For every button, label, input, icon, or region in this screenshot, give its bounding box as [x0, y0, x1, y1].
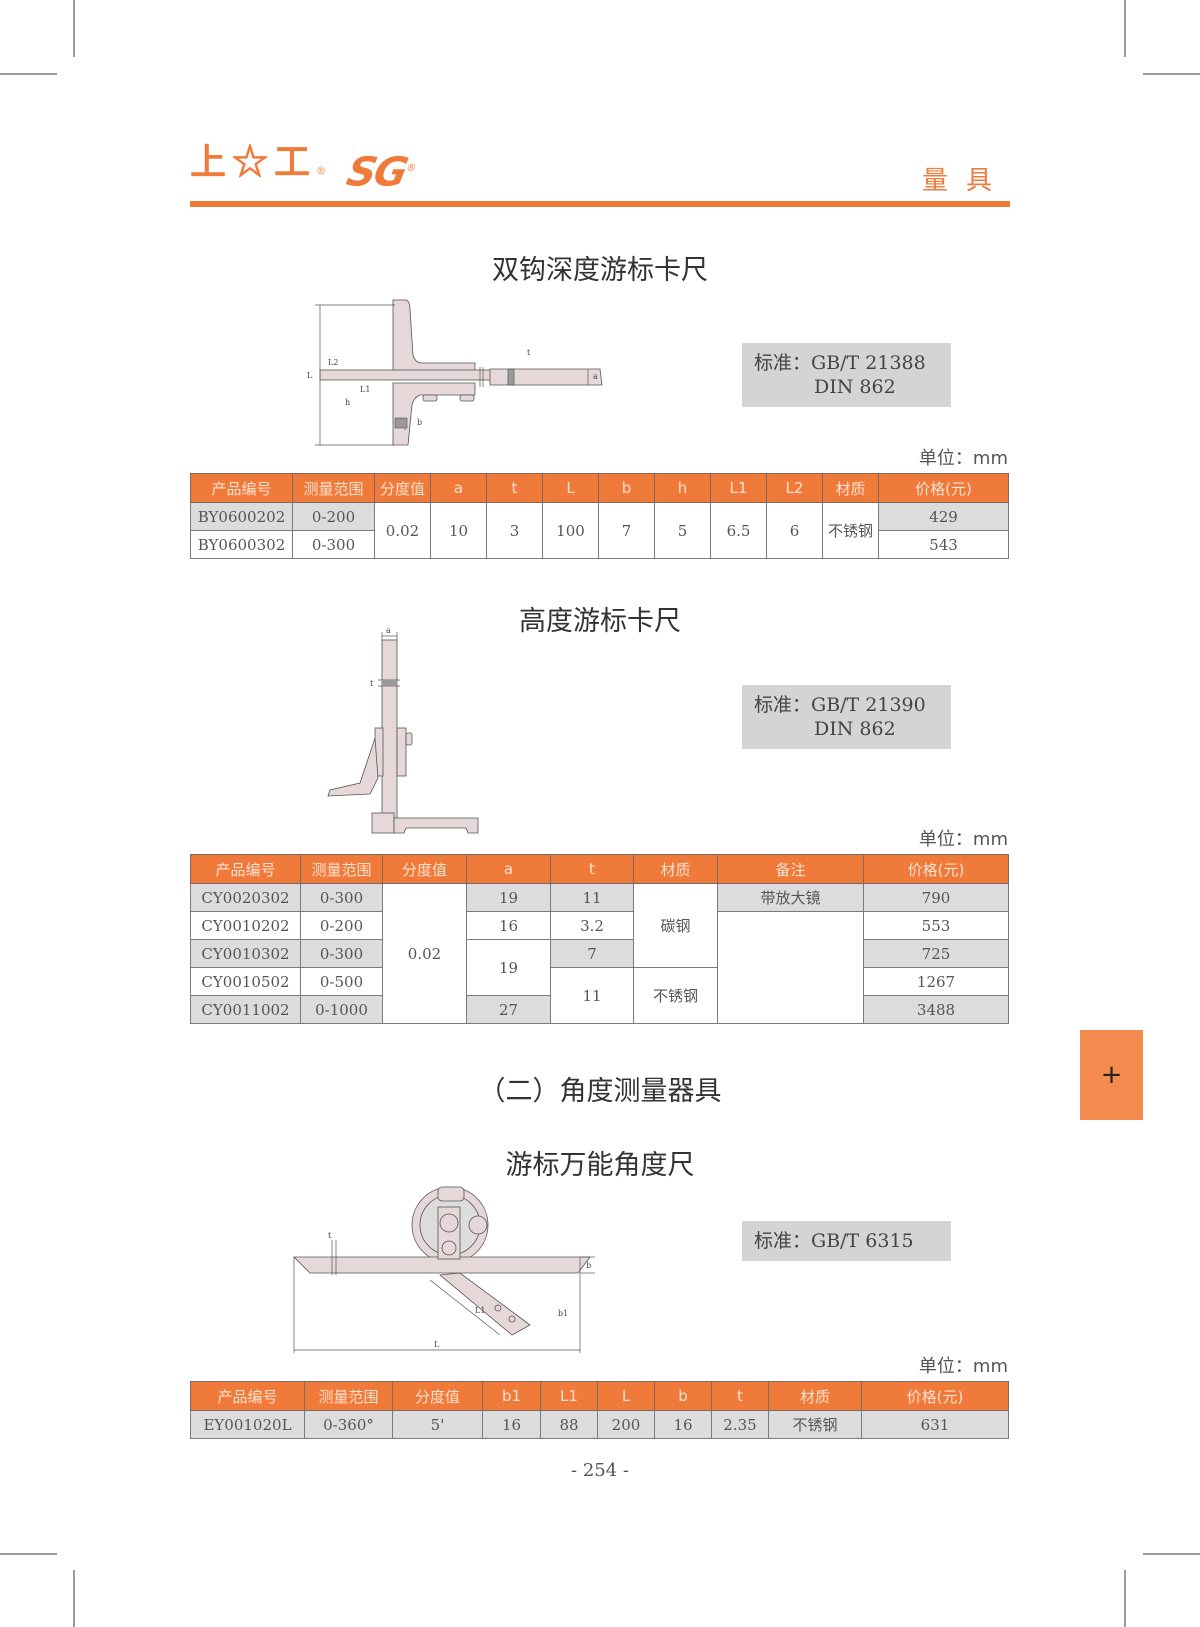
table-row: EY001020L 0-360° 5' 16 88 200 16 2.35 不锈… — [190, 1410, 1009, 1439]
category-title-angle-tools: （二）角度测量器具 — [478, 1076, 722, 1107]
unit-label: 单位：mm — [918, 1356, 1008, 1377]
standard-box: 标准：GB/T 21390 DIN 862 — [742, 685, 951, 749]
table-header-row: 产品编号 测量范围 分度值 b1 L1 L b t 材质 价格(元) — [190, 1381, 1009, 1411]
table-row: BY0600202 0-200 0.02 10 3 100 7 5 6.5 6 … — [190, 502, 1009, 559]
svg-text:h: h — [345, 398, 350, 407]
section-title-bevel-protractor: 游标万能角度尺 — [505, 1150, 695, 1181]
section-title-depth-caliper: 双钩深度游标卡尺 — [492, 255, 708, 286]
svg-text:L2: L2 — [328, 358, 338, 367]
table-header-row: 产品编号 测量范围 分度值 a t 材质 备注 价格(元) — [190, 854, 1009, 884]
brand-logo: 上☆工® SG® — [190, 142, 415, 195]
svg-text:t: t — [328, 1231, 332, 1240]
svg-text:L: L — [307, 371, 313, 380]
crop-mark — [73, 1570, 75, 1627]
svg-text:a: a — [593, 372, 598, 381]
svg-text:L1: L1 — [360, 385, 370, 394]
plus-icon: + — [1100, 1060, 1123, 1090]
side-expand-tab[interactable]: + — [1080, 1030, 1143, 1120]
crop-mark — [1143, 1553, 1200, 1555]
header-category: 量具 — [921, 166, 1010, 196]
depth-caliper-drawing: L L2 L1 h b t a — [307, 299, 603, 446]
table-row: CY0010302 0-300 19 7 725 — [190, 939, 1009, 996]
height-gauge-drawing: a t — [327, 628, 479, 834]
crop-mark — [0, 73, 57, 75]
svg-text:L: L — [434, 1340, 440, 1349]
logo-chinese: 上☆工® — [190, 141, 327, 183]
crop-mark — [1124, 1570, 1126, 1627]
unit-label: 单位：mm — [918, 829, 1008, 850]
table-row: BY0600302 0-300 543 — [190, 530, 1009, 559]
unit-label: 单位：mm — [918, 448, 1008, 469]
svg-text:b: b — [586, 1261, 591, 1270]
standard-box: 标准：GB/T 6315 — [742, 1221, 951, 1261]
crop-mark — [73, 0, 75, 57]
svg-text:t: t — [527, 348, 531, 357]
table-row: CY0010502 0-500 11 不锈钢 1267 — [190, 967, 1009, 1024]
depth-caliper-spec-table: 产品编号 测量范围 分度值 a t L b h L1 L2 材质 价格(元) B… — [190, 473, 1009, 559]
svg-text:a: a — [386, 628, 391, 635]
bevel-protractor-drawing: t b L1 b1 L — [293, 1186, 595, 1353]
table-row: CY0010202 0-200 16 3.2 553 — [190, 911, 1009, 1024]
header-divider — [190, 201, 1010, 207]
crop-mark — [0, 1553, 57, 1555]
page-number: - 254 - — [571, 1460, 629, 1481]
height-gauge-spec-table: 产品编号 测量范围 分度值 a t 材质 备注 价格(元) CY0020302 … — [190, 854, 1009, 1024]
svg-text:L1: L1 — [475, 1306, 485, 1315]
logo-sg: SG® — [342, 149, 416, 195]
crop-mark — [1143, 73, 1200, 75]
svg-text:t: t — [370, 679, 374, 688]
crop-mark — [1124, 0, 1126, 57]
svg-text:b: b — [417, 418, 422, 427]
table-row: CY0020302 0-300 0.02 19 11 碳钢 带放大镜 790 — [190, 883, 1009, 1024]
table-header-row: 产品编号 测量范围 分度值 a t L b h L1 L2 材质 价格(元) — [190, 473, 1009, 503]
standard-box: 标准：GB/T 21388 DIN 862 — [742, 343, 951, 407]
bevel-protractor-spec-table: 产品编号 测量范围 分度值 b1 L1 L b t 材质 价格(元) EY001… — [190, 1381, 1009, 1439]
table-row: CY0011002 0-1000 27 3488 — [190, 995, 1009, 1024]
section-title-height-gauge: 高度游标卡尺 — [519, 606, 681, 637]
svg-text:b1: b1 — [558, 1309, 568, 1318]
